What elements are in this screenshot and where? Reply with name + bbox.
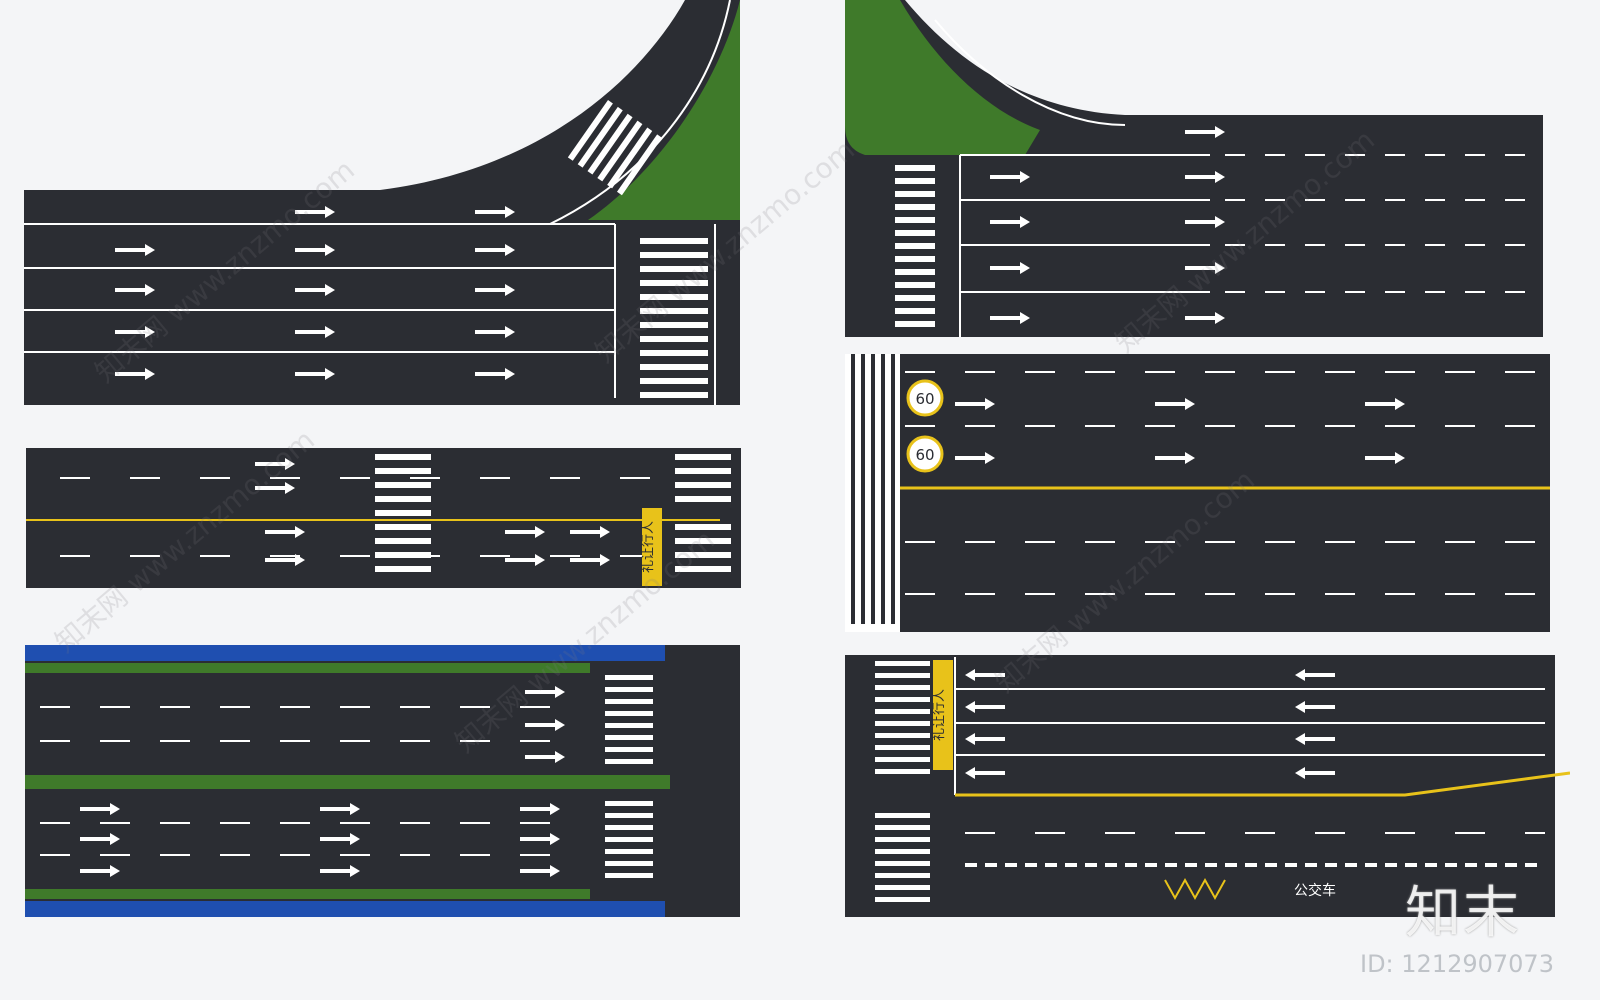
lane-lines: [934, 19, 1210, 337]
dashed-lane-lines: [40, 706, 570, 856]
grass-median: [845, 0, 1040, 155]
road-surface: [900, 354, 1550, 632]
crosswalk-stripes: [605, 675, 653, 878]
crosswalk-stripes: [640, 238, 708, 398]
lane-arrows: [115, 206, 515, 380]
dashed-lane-lines: [905, 371, 1545, 595]
road-surface: [845, 0, 1543, 337]
bike-lane-bottom: [25, 901, 665, 917]
road-tile-bus-lane: 礼让行人 公交车: [845, 655, 1570, 917]
bike-lane-top: [25, 645, 665, 661]
lane-arrows: [965, 669, 1335, 779]
yield-pedestrian-text: 礼让行人: [640, 521, 656, 573]
speed-limit-value: 60: [915, 446, 934, 464]
lane-lines: [954, 657, 1545, 795]
road-tile-curved-corner-right: [845, 0, 1543, 337]
road-tile-divided-bike-lanes: [25, 645, 740, 917]
dashed-lane-lines: [1225, 154, 1535, 293]
curved-crosswalk: [567, 100, 663, 196]
yellow-center-line: [955, 771, 1570, 797]
crosswalk-gaps: [851, 354, 895, 624]
bus-lane-text: 公交车: [1294, 882, 1336, 899]
yellow-yield-sign-band: [933, 660, 953, 770]
road-tile-speed-limit: 60 60: [845, 354, 1550, 632]
lane-arrows: [955, 398, 1405, 464]
brand-logo: 知末: [1405, 881, 1521, 946]
crosswalk-stripes: [375, 454, 731, 572]
lane-lines: [24, 0, 731, 405]
lane-arrows: [80, 686, 565, 877]
bus-lane-zigzag: [1164, 877, 1226, 901]
yellow-yield-sign-band: [642, 508, 662, 586]
grass-median: [588, 0, 740, 220]
lane-arrows: [990, 126, 1225, 324]
grass-strip-bottom: [25, 889, 590, 899]
road-surface: [845, 655, 1555, 917]
crosswalk-stripes: [875, 661, 930, 902]
image-id: ID: 1212907073: [1360, 950, 1554, 978]
grass-median-center: [25, 775, 670, 789]
lane-arrows: [255, 458, 610, 566]
speed-limit-marking-2: 60: [906, 435, 944, 473]
dashed-lane-lines: [60, 477, 660, 557]
road-tile-straight-crosswalk: 礼让行人: [26, 448, 741, 588]
road-surface: [24, 0, 740, 405]
road-tile-curved-corner-left: [24, 0, 740, 405]
speed-limit-marking-1: 60: [906, 379, 944, 417]
grass-strip-top: [25, 663, 590, 673]
crosswalk-stripes: [895, 165, 935, 327]
speed-limit-value: 60: [915, 390, 934, 408]
yield-pedestrian-text: 礼让行人: [931, 689, 947, 741]
